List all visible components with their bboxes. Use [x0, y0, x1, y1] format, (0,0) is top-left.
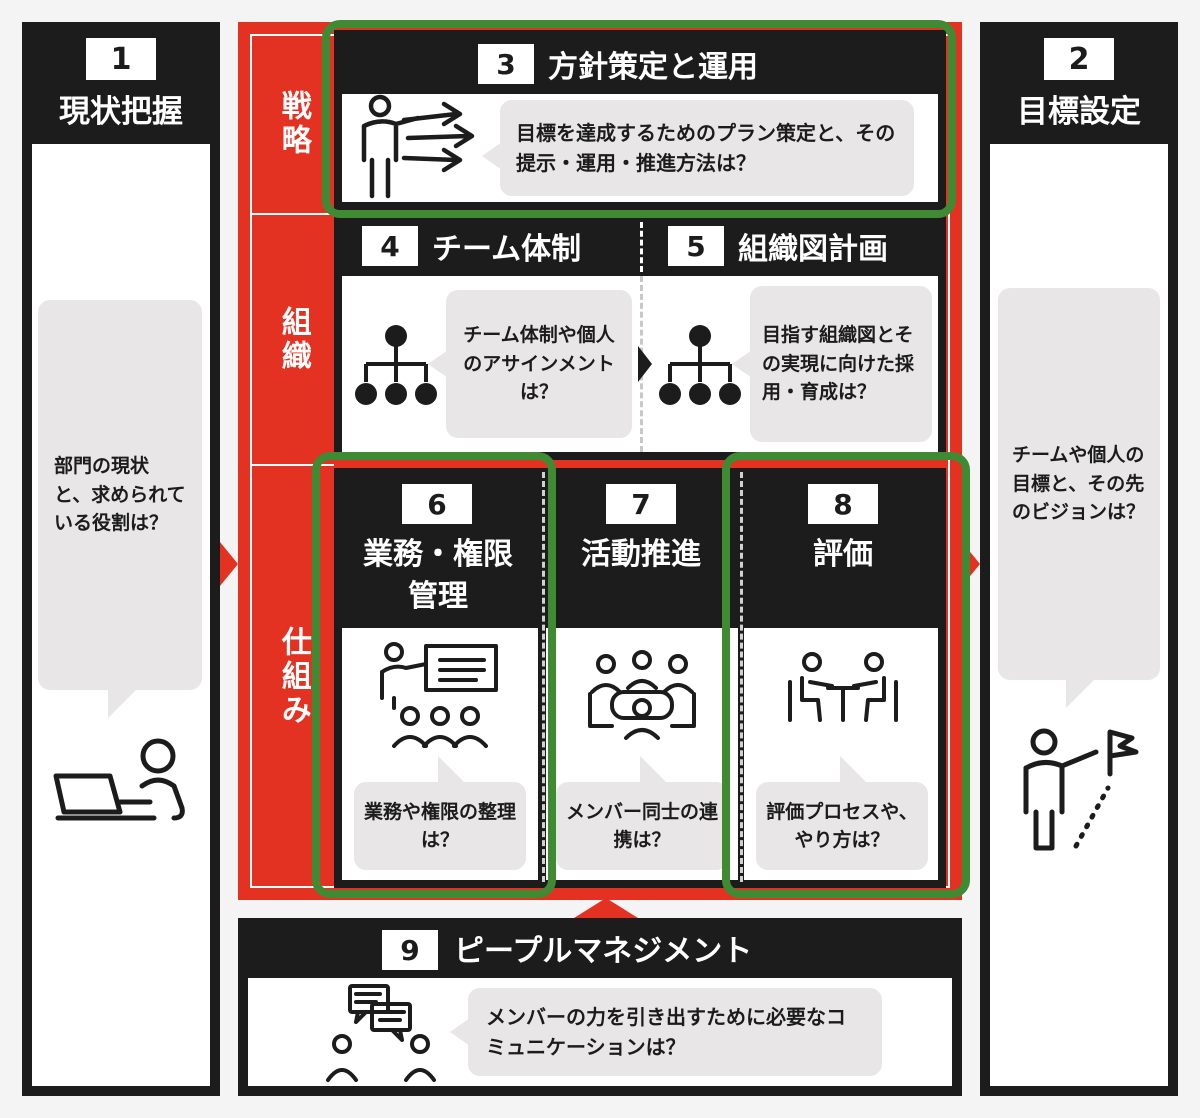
box-title: 業務・権限管理: [363, 537, 513, 614]
box-title: 評価: [813, 537, 873, 572]
presenter-audience-icon: [380, 642, 498, 748]
presenter-arrows-icon: [361, 94, 475, 199]
speech-bubble: メンバーの力を引き出すために必要なコミュニケーションは？: [468, 988, 882, 1076]
arrow-right-icon: [220, 542, 238, 586]
box-title: 活動推進: [581, 537, 701, 572]
box-title: ピープルマネジメント: [454, 934, 753, 969]
row-label-organization: 組織: [275, 305, 311, 374]
highlight-frame: [312, 452, 556, 898]
speech-bubble: 目指す組織図とその実現に向けた採用・育成は？: [750, 286, 932, 442]
column-title: 現状把握: [59, 94, 183, 130]
speech-bubble: チームや個人の目標と、その先のビジョンは？: [998, 288, 1160, 680]
box-organization: 4 チーム体制 5 組織図計画 チーム体制や個人のアサインメントは？ 目指す組織…: [334, 216, 946, 460]
speech-bubble: 目標を達成するためのプラン策定と、その提示・運用・推進方法は？: [500, 100, 914, 196]
step-number-3: 3: [478, 44, 534, 84]
box-title: チーム体制: [432, 232, 582, 267]
person-pointing-flag-icon: [1023, 728, 1139, 851]
step-number-5: 5: [668, 226, 724, 266]
column-body: チームや個人の目標と、その先のビジョンは？: [990, 144, 1168, 1086]
highlight-frame: [322, 20, 956, 218]
row-label-strategy: 戦略: [275, 90, 311, 158]
step-number-2: 2: [1044, 38, 1114, 80]
speech-bubble: チーム体制や個人のアサインメントは？: [446, 290, 632, 438]
box-policy: 3 方針策定と運用 目標を達成するためのプラン策定と、その提示・運用・推進方法は…: [334, 30, 946, 210]
speech-bubble: メンバー同士の連携は？: [556, 782, 728, 870]
column-current-state: 1 現状把握 部門の現状と、求められている役割は？: [22, 22, 220, 1096]
org-chart-icon: [659, 325, 741, 405]
step-number-8: 8: [808, 484, 878, 524]
org-chart-icon: [355, 325, 437, 405]
speech-bubble: 業務や権限の整理は？: [354, 782, 526, 870]
arrow-right-icon: [638, 346, 652, 382]
box-people-management: 9 ピープルマネジメント メンバーの力を引き出すために必要なコミュニケーションは…: [238, 918, 962, 1096]
row-label-mechanism: 仕組み: [275, 626, 311, 728]
step-number-9: 9: [382, 930, 438, 970]
interview-icon: [788, 652, 898, 722]
box-mechanism: 6 業務・権限管理 業務や権限の整理は？ 7 活動推進 メンバー同士の連携は？: [334, 468, 946, 888]
highlight-frame: [722, 452, 970, 898]
step-number-1: 1: [86, 38, 156, 80]
person-at-laptop-icon: [53, 738, 185, 821]
speech-bubble: 部門の現状と、求められている役割は？: [38, 300, 202, 690]
step-number-4: 4: [362, 226, 418, 266]
box-title: 方針策定と運用: [548, 50, 758, 85]
step-number-7: 7: [606, 484, 676, 524]
column-goal-setting: 2 目標設定 チームや個人の目標と、その先のビジョンは？: [980, 22, 1178, 1096]
box-title: 組織図計画: [738, 232, 888, 267]
people-chat-icon: [326, 984, 436, 1082]
step-number-6: 6: [402, 484, 472, 524]
column-title: 目標設定: [1017, 94, 1141, 130]
column-body: 部門の現状と、求められている役割は？: [32, 144, 210, 1086]
speech-bubble: 評価プロセスや、やり方は？: [756, 782, 928, 870]
arrow-up-icon: [574, 898, 638, 918]
meeting-table-icon: [588, 650, 696, 740]
